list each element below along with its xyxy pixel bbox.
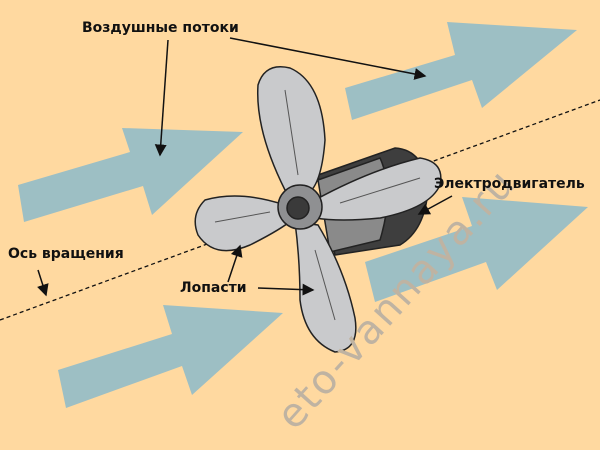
airflow-arrow [58,305,283,408]
blade-right [314,157,442,221]
label-airflows: Воздушные потоки [82,20,239,36]
label-rotation-axis: Ось вращения [8,246,124,262]
label-motor: Электродвигатель [434,176,585,192]
rotation-axis-line [0,99,600,321]
label-blades: Лопасти [180,280,247,296]
airflow-arrow [365,197,588,302]
propeller [194,66,442,353]
airflow-arrow [18,128,243,222]
blade-left [194,195,293,252]
airflow-arrow [345,22,577,120]
